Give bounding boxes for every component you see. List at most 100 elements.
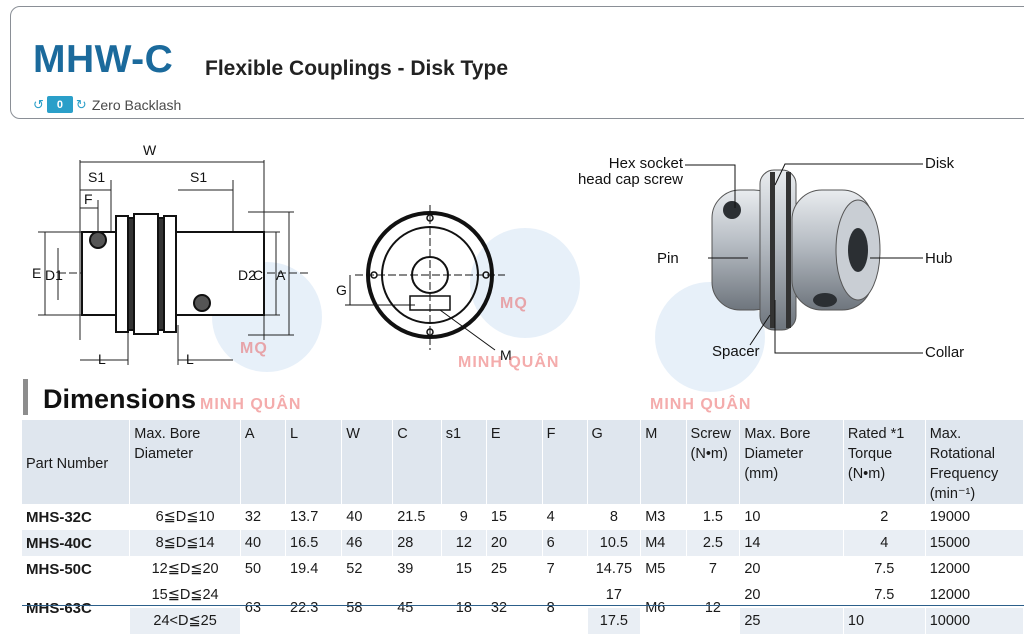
header-part-number: Part Number	[22, 420, 131, 504]
product-subtitle: Flexible Couplings - Disk Type	[205, 57, 508, 80]
cell-g: 14.75	[587, 556, 642, 582]
watermark-name: MINH QUÂN	[650, 396, 752, 413]
header-w: W	[341, 420, 394, 504]
zero-backlash-badge: ↺ 0 ↻ Zero Backlash	[33, 96, 181, 113]
section-title: Dimensions	[43, 384, 197, 414]
watermark-name: MINH QUÂN	[200, 396, 302, 413]
cell-m: M6	[640, 582, 687, 634]
dim-label-a: A	[276, 267, 286, 283]
callout-disk: Disk	[925, 155, 955, 172]
cell-g: 17.5	[587, 608, 642, 634]
header-l: L	[285, 420, 343, 504]
cell-s1: 12	[441, 530, 487, 556]
cell-l: 22.3	[285, 582, 343, 634]
cell-frequency: 12000	[925, 556, 1024, 582]
dim-label-s1-right: S1	[190, 169, 207, 185]
watermark-name: MINH QUÂN	[458, 354, 560, 371]
cell-frequency: 10000	[925, 608, 1024, 634]
cell-screw: 2.5	[686, 530, 741, 556]
cell-w: 46	[341, 530, 394, 556]
cell-g: 17	[587, 582, 642, 608]
cell-part: MHS-40C	[22, 530, 131, 556]
cell-g: 10.5	[587, 530, 642, 556]
badge-label: Zero Backlash	[91, 96, 182, 113]
side-view-drawing: W S1 S1 F E D1 D2 C A L L	[32, 142, 308, 367]
dim-label-c: C	[253, 267, 263, 283]
header-torque: Rated *1 Torque (N•m)	[843, 420, 926, 504]
header-s1: s1	[441, 420, 487, 504]
cell-bore: 15≦D≦24	[129, 582, 241, 608]
table-header-row: Part Number Max. Bore Diameter A L W C s…	[22, 420, 1024, 504]
callout-hub: Hub	[925, 250, 953, 267]
cell-w: 52	[341, 556, 394, 582]
cell-a: 32	[240, 504, 287, 530]
dim-label-s1: S1	[88, 169, 105, 185]
dimensions-table: Part Number Max. Bore Diameter A L W C s…	[22, 420, 1024, 634]
cell-s1: 18	[441, 582, 487, 634]
header-g: G	[587, 420, 642, 504]
badge-value: 0	[46, 96, 73, 113]
callout-collar: Collar	[925, 344, 965, 361]
cell-f: 6	[542, 530, 588, 556]
header-screw: Screw (N•m)	[686, 420, 741, 504]
rotate-left-icon: ↺	[33, 96, 44, 112]
cell-frequency: 12000	[925, 582, 1024, 608]
front-view-drawing: G M	[336, 205, 512, 363]
cell-bore-mm: 20	[739, 582, 844, 608]
cell-c: 21.5	[392, 504, 442, 530]
header-a: A	[240, 420, 287, 504]
callout-hex-screw: Hex socket head cap screw	[577, 155, 683, 188]
cell-l: 13.7	[285, 504, 343, 530]
watermark-gear	[470, 228, 580, 338]
cell-f: 4	[542, 504, 588, 530]
header-frequency: Max. Rotational Frequency (min⁻¹)	[925, 420, 1024, 504]
cell-bore-mm: 10	[739, 504, 844, 530]
table-row: MHS-40C 8≦D≦14 40 16.5 46 28 12 20 6 10.…	[22, 530, 1024, 556]
cell-w: 58	[341, 582, 394, 634]
cell-a: 63	[240, 582, 287, 634]
cell-c: 28	[392, 530, 442, 556]
rotate-right-icon: ↻	[75, 96, 87, 112]
cell-a: 40	[240, 530, 287, 556]
cell-m: M4	[640, 530, 687, 556]
cell-e: 15	[486, 504, 543, 530]
callout-spacer: Spacer	[712, 343, 760, 360]
dim-label-w: W	[143, 142, 157, 158]
header-c: C	[392, 420, 442, 504]
cell-l: 19.4	[285, 556, 343, 582]
dim-label-l-right: L	[186, 351, 194, 367]
cell-torque: 2	[843, 504, 926, 530]
cell-e: 25	[486, 556, 543, 582]
dim-label-m: M	[500, 347, 512, 363]
header-e: E	[486, 420, 543, 504]
cell-torque: 7.5	[843, 582, 926, 608]
cell-torque: 10	[843, 608, 926, 634]
cell-f: 8	[542, 582, 588, 634]
cell-e: 32	[486, 582, 543, 634]
cell-frequency: 19000	[925, 504, 1024, 530]
cell-s1: 9	[441, 504, 487, 530]
cell-part: MHS-50C	[22, 556, 131, 582]
table-row: MHS-32C 6≦D≦10 32 13.7 40 21.5 9 15 4 8 …	[22, 504, 1024, 530]
callout-leader-lines	[685, 163, 923, 354]
cell-part: MHS-32C	[22, 504, 131, 530]
cell-bore-mm: 20	[739, 556, 844, 582]
watermark-brand: MQ	[500, 295, 528, 312]
header-m: M	[640, 420, 687, 504]
cell-g: 8	[587, 504, 642, 530]
cell-screw: 12	[686, 582, 741, 634]
dim-label-e: E	[32, 265, 41, 281]
cell-l: 16.5	[285, 530, 343, 556]
cell-m: M3	[640, 504, 687, 530]
cell-frequency: 15000	[925, 530, 1024, 556]
cell-screw: 7	[686, 556, 741, 582]
cell-a: 50	[240, 556, 287, 582]
callout-pin: Pin	[657, 250, 679, 267]
dim-label-d2: D2	[238, 267, 256, 283]
cell-screw: 1.5	[686, 504, 741, 530]
cell-c: 39	[392, 556, 442, 582]
table-bottom-rule	[22, 605, 1024, 606]
cell-c: 45	[392, 582, 442, 634]
header-f: F	[542, 420, 588, 504]
cell-bore: 8≦D≦14	[129, 530, 241, 556]
